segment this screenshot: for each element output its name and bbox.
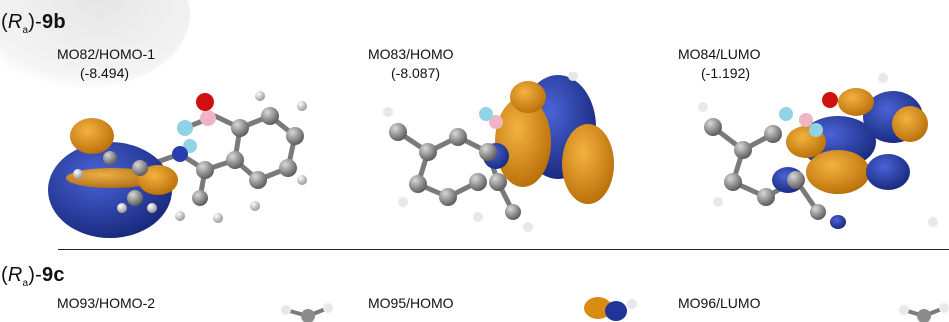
orbital-label-mo83: MO83/HOMO (-8.087)	[368, 45, 454, 83]
orbital-figure-homo-1	[48, 91, 307, 238]
orbital-label-mo96: MO96/LUMO	[678, 294, 760, 313]
section-divider	[58, 249, 949, 250]
orbital-label-mo95: MO95/HOMO	[368, 294, 454, 313]
orbital-label-mo93: MO93/HOMO-2	[57, 294, 155, 313]
orbital-name: MO83/HOMO	[368, 46, 454, 62]
orbital-name: MO82/HOMO-1	[57, 46, 156, 62]
orbital-energy: (-1.192)	[701, 65, 751, 81]
orbital-label-mo84: MO84/LUMO (-1.192)	[678, 45, 760, 83]
orbital-name: MO96/LUMO	[678, 295, 761, 311]
orbital-name: MO93/HOMO-2	[57, 295, 156, 311]
orbital-figure-lumo	[698, 73, 938, 229]
orbital-label-mo82: MO82/HOMO-1 (-8.494)	[57, 45, 155, 83]
orbital-figure-homo	[383, 72, 614, 232]
orbital-energy: (-8.087)	[391, 65, 441, 81]
orbital-name: MO95/HOMO	[368, 295, 454, 311]
orbital-name: MO84/LUMO	[678, 46, 761, 62]
orbital-figure-homo-partial	[584, 297, 637, 321]
orbital-figure-lumo-partial	[899, 303, 949, 322]
orbital-figure-homo-2-partial	[281, 303, 333, 322]
compound-heading-9c: (Ra)-9c	[1, 264, 65, 289]
compound-heading-9b: (Ra)-9b	[1, 11, 66, 36]
orbital-energy: (-8.494)	[80, 65, 130, 81]
